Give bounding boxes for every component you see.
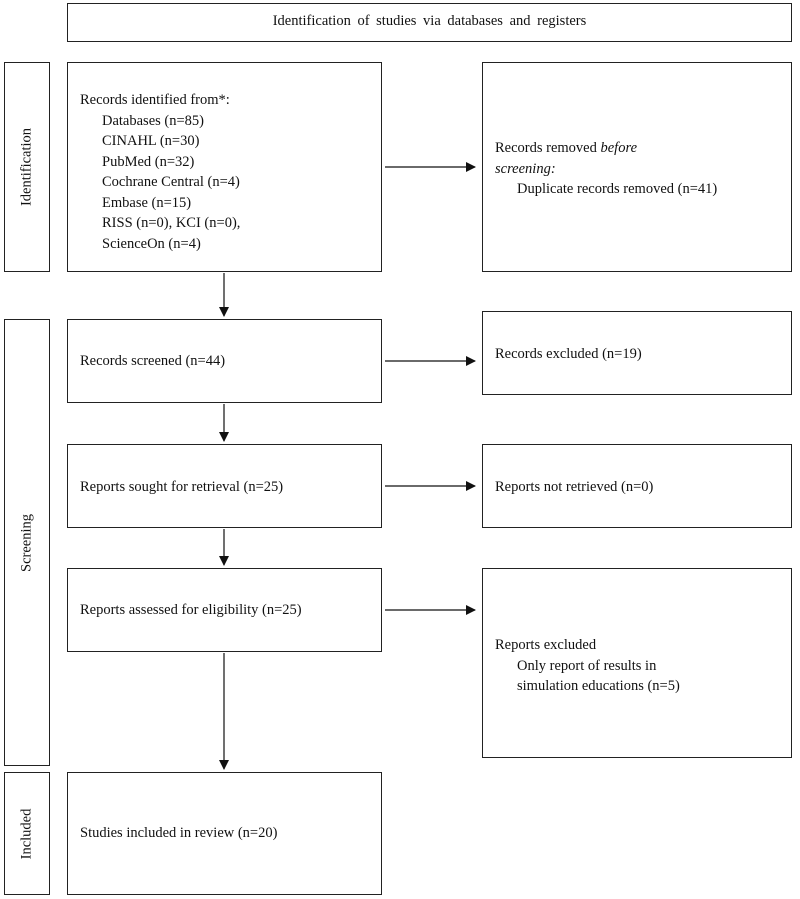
reports-not-retrieved-text: Reports not retrieved (n=0)	[495, 479, 654, 495]
exclusion-reason: simulation educations (n=5)	[517, 678, 680, 694]
reports-assessed-box: Reports assessed for eligibility (n=25)	[67, 568, 382, 652]
records-screened-box: Records screened (n=44)	[67, 319, 382, 403]
reports-excluded-heading: Reports excluded	[495, 637, 597, 653]
records-removed-line2: screening:	[495, 160, 556, 177]
reports-assessed-text: Reports assessed for eligibility (n=25)	[80, 602, 302, 618]
records-identified-text: Records identified from*: Databases (n=8…	[80, 90, 240, 254]
studies-included-text: Studies included in review (n=20)	[80, 825, 278, 841]
reports-not-retrieved-box: Reports not retrieved (n=0)	[482, 444, 792, 528]
db-item: Cochrane Central (n=4)	[102, 174, 240, 190]
studies-included-box: Studies included in review (n=20)	[67, 772, 382, 895]
db-item: Embase (n=15)	[102, 194, 192, 211]
db-item: ScienceOn (n=4)	[102, 235, 201, 252]
reports-excluded-text: Reports excluded Only report of results …	[495, 635, 680, 697]
records-removed-box: Records removed before screening: Duplic…	[482, 62, 792, 272]
db-item: PubMed (n=32)	[102, 153, 195, 170]
phase-included: Included	[4, 772, 50, 895]
reports-sought-text: Reports sought for retrieval (n=25)	[80, 479, 284, 495]
phase-identification: Identification	[4, 62, 50, 272]
records-excluded-box: Records excluded (n=19)	[482, 311, 792, 395]
db-item: Databases (n=85)	[102, 112, 204, 129]
exclusion-reason: Only report of results in	[517, 657, 657, 674]
records-identified-heading: Records identified from*:	[80, 92, 230, 108]
records-removed-text: Records removed before screening: Duplic…	[495, 138, 717, 200]
header-box: Identification of studies via databases …	[67, 3, 792, 42]
reports-sought-box: Reports sought for retrieval (n=25)	[67, 444, 382, 528]
db-item: RISS (n=0), KCI (n=0),	[102, 215, 241, 231]
db-item: CINAHL (n=30)	[102, 133, 200, 149]
records-removed-line1: Records removed before	[495, 140, 638, 156]
records-excluded-text: Records excluded (n=19)	[495, 346, 642, 362]
header-title: Identification of studies via databases …	[272, 13, 587, 29]
records-identified-box: Records identified from*: Databases (n=8…	[67, 62, 382, 272]
phase-screening: Screening	[4, 319, 50, 766]
reports-excluded-box: Reports excluded Only report of results …	[482, 568, 792, 758]
records-screened-text: Records screened (n=44)	[80, 353, 226, 369]
duplicates-removed: Duplicate records removed (n=41)	[517, 181, 718, 197]
